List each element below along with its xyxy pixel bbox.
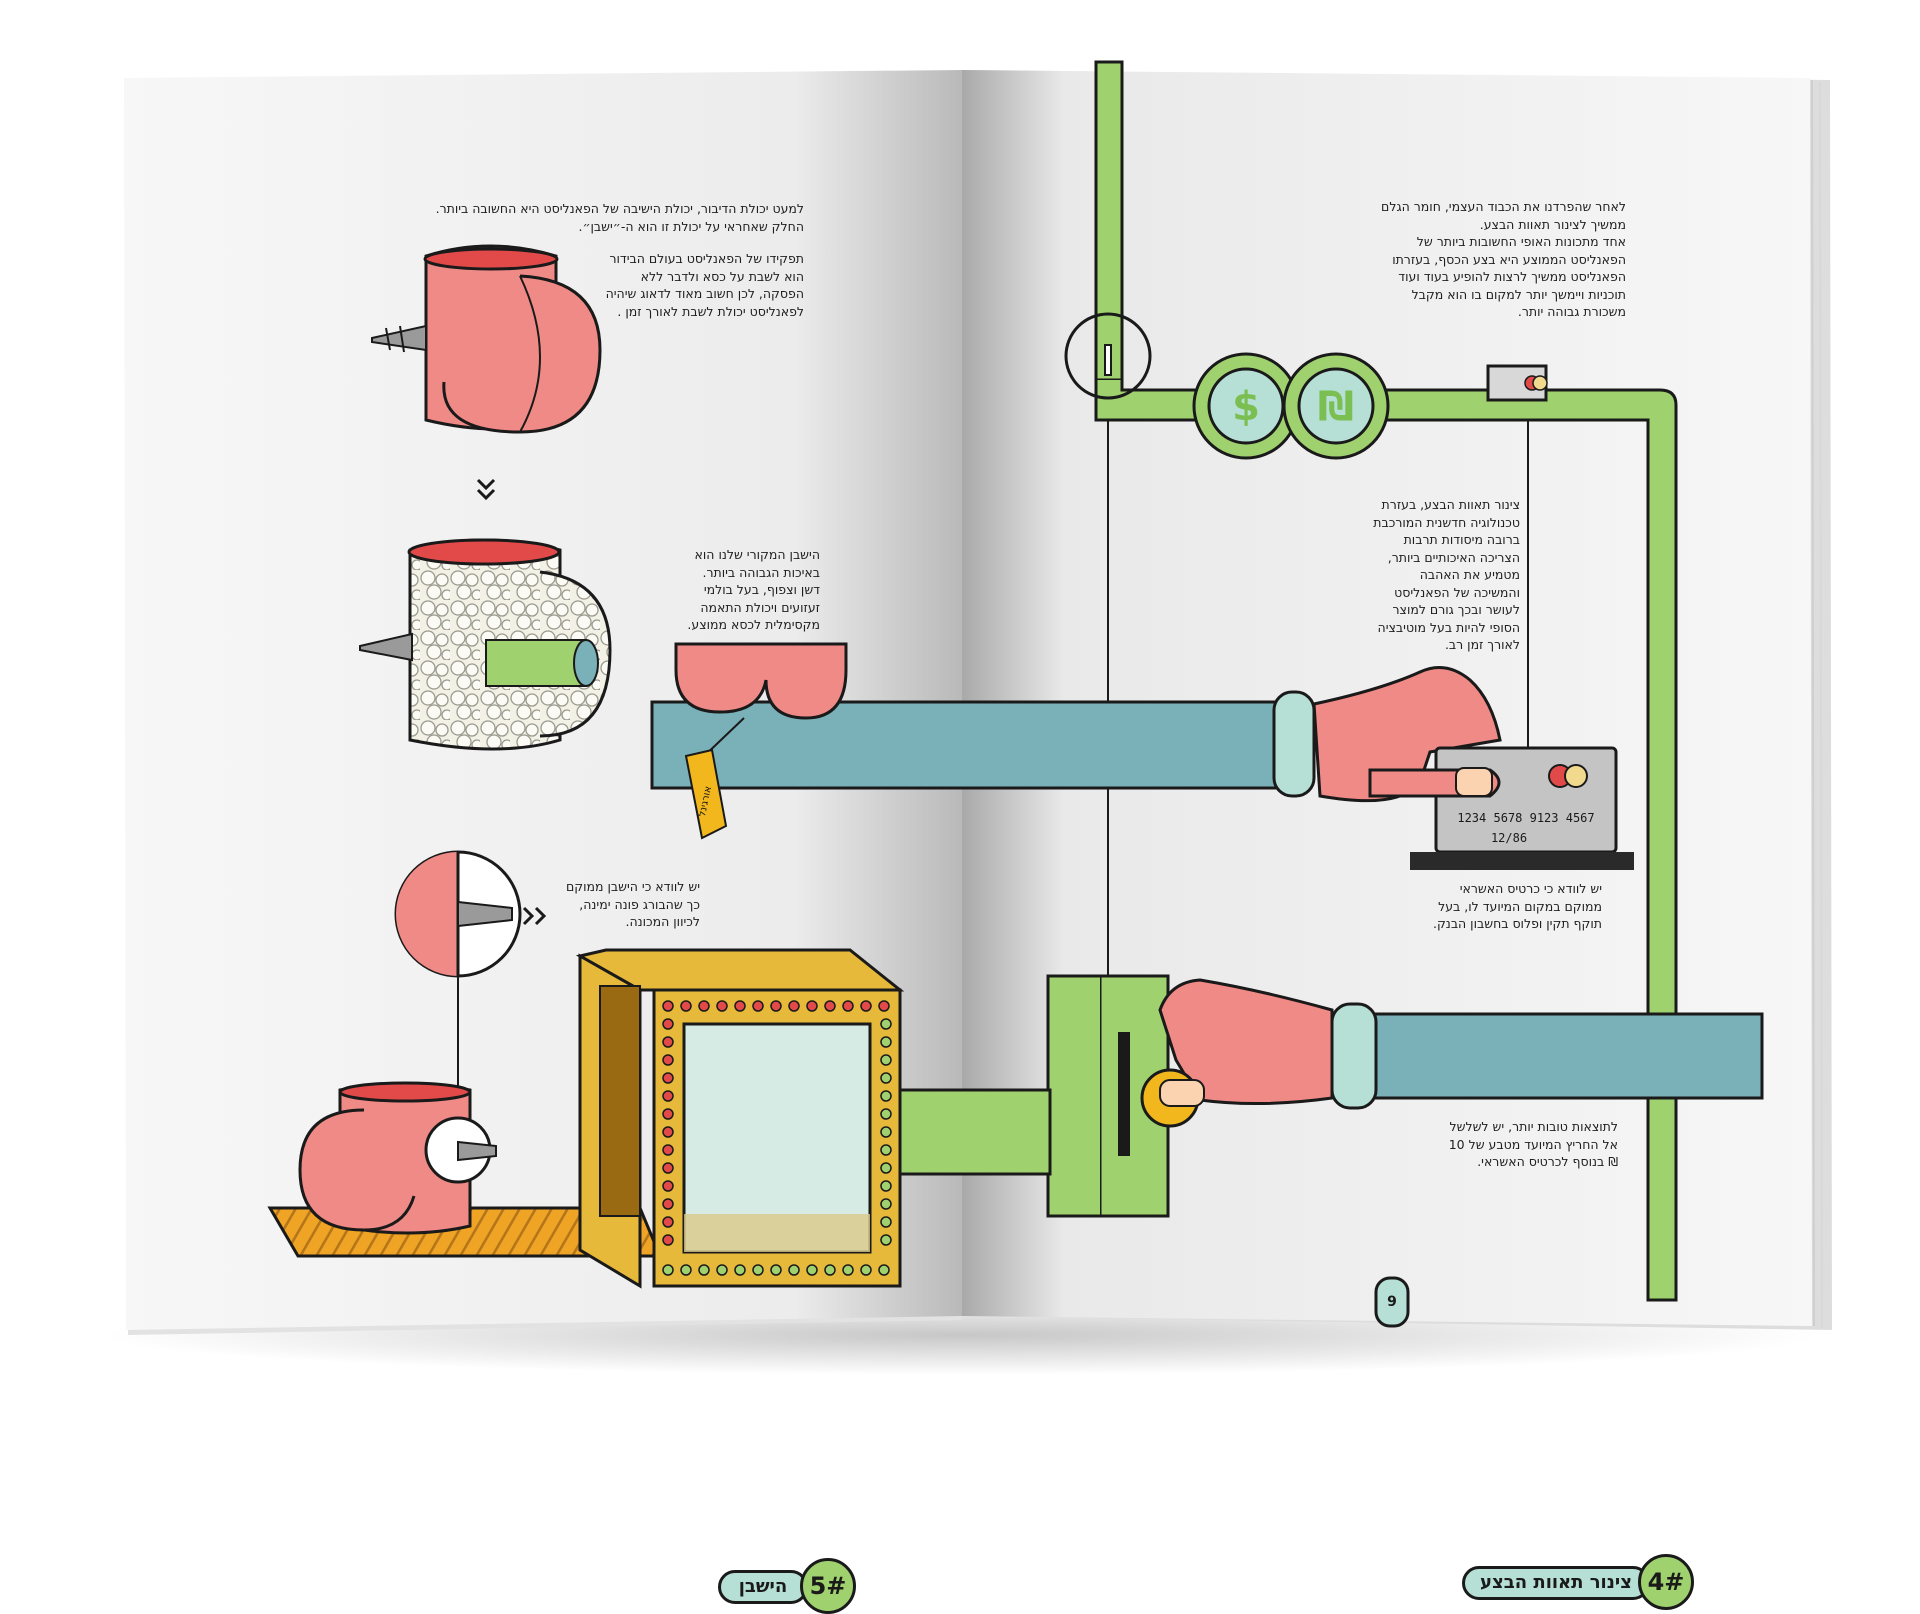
machine-light (860, 1264, 872, 1276)
book-spread: $ ₪ 1234 5678 9123 4567 12/86 9 (100, 60, 1832, 1614)
spread-illustration: $ ₪ 1234 5678 9123 4567 12/86 9 (100, 60, 1832, 1375)
machine-light (734, 1000, 746, 1012)
left-role-text: תפקידו של הפאנליסט בעולם הבידור הוא לשבת… (605, 251, 804, 319)
machine-light (880, 1072, 892, 1084)
machine-light (662, 1234, 674, 1246)
screw-2 (359, 632, 413, 662)
machine-light (824, 1000, 836, 1012)
right-card-text: יש לוודא כי כרטיס האשראי ממוקם במקום המי… (1432, 881, 1602, 931)
left-ideal-text: הישבן המקורי שלנו הוא באיכות הגבוהה ביות… (687, 547, 820, 632)
shock-absorbers (485, 639, 587, 687)
machine-light (662, 1216, 674, 1228)
machine-light (788, 1264, 800, 1276)
machine-light (662, 1054, 674, 1066)
card-number: 1234 5678 9123 4567 (1457, 811, 1594, 825)
machine-light (752, 1000, 764, 1012)
machine-light (880, 1108, 892, 1120)
machine-light (770, 1000, 782, 1012)
machine-light (806, 1000, 818, 1012)
machine-light (662, 1180, 674, 1192)
machine-light (662, 1036, 674, 1048)
machine-light (662, 1090, 674, 1102)
bracelet-upper (1272, 690, 1316, 798)
machine-light (880, 1090, 892, 1102)
machine-light (860, 1000, 872, 1012)
machine-light (880, 1018, 892, 1030)
machine-light (880, 1144, 892, 1156)
machine-light (680, 1264, 692, 1276)
machine-light (880, 1216, 892, 1228)
right-intro-text: לאחר שהפרדנו את הכבוד העצמי, חומר הגלם מ… (1381, 199, 1626, 319)
hand-lower (1158, 978, 1334, 1106)
dollar-sign-icon (1207, 367, 1285, 445)
machine-light (880, 1198, 892, 1210)
teal-arm-lower (1348, 1012, 1764, 1100)
page-number-pill (1374, 1276, 1410, 1328)
machine-light (842, 1264, 854, 1276)
machine-light (662, 1072, 674, 1084)
coin-slot (1118, 1032, 1130, 1156)
machine-light (878, 1264, 890, 1276)
machine-light (662, 1162, 674, 1174)
svg-text:₪: ₪ (1318, 384, 1354, 430)
left-screw-text: יש לוודא כי הישבן ממוקם כך שהבורג פונה י… (565, 879, 700, 929)
machine-light (824, 1264, 836, 1276)
machine-light (698, 1264, 710, 1276)
machine-light (662, 1264, 674, 1276)
machine-light (662, 1126, 674, 1138)
machine-light (788, 1000, 800, 1012)
machine-light (662, 1108, 674, 1120)
machine-light (716, 1264, 728, 1276)
section-4-number: 4# (1638, 1554, 1694, 1610)
machine-light (880, 1054, 892, 1066)
machine-lights (662, 1000, 892, 1276)
card-slot-base (1410, 852, 1634, 870)
buttocks-on-arm (674, 642, 848, 720)
chevron-down-icon (476, 478, 496, 501)
machine-light (842, 1000, 854, 1012)
machine-light (880, 1234, 892, 1246)
machine-light (662, 1018, 674, 1030)
green-pipe-top (1094, 60, 1124, 382)
original-tag (684, 748, 728, 840)
machine-light (770, 1264, 782, 1276)
machine-light (878, 1000, 890, 1012)
bracelet-lower (1330, 1002, 1378, 1110)
machine-light (880, 1036, 892, 1048)
section-5-number: 5# (800, 1558, 856, 1614)
left-intro-text: למעט יכולת הדיבור, יכולת הישיבה של הפאנל… (435, 201, 804, 234)
machine-light (662, 1000, 674, 1012)
chevron-right-icon (522, 906, 547, 926)
page-number: 9 (1387, 1294, 1397, 1310)
machine-light (880, 1162, 892, 1174)
right-coin-text: לתוצאות טובות יותר, יש לשלשל אל החריץ המ… (1448, 1119, 1618, 1169)
green-pipe-main (1094, 380, 1678, 1302)
machine-light (806, 1264, 818, 1276)
svg-text:$: $ (1232, 384, 1260, 430)
card-expiry: 12/86 (1491, 831, 1527, 845)
screw-1 (371, 324, 427, 352)
machine-light (752, 1264, 764, 1276)
machine-light (662, 1198, 674, 1210)
teal-arm-upper (650, 700, 1294, 790)
shekel-sign-icon (1297, 367, 1375, 445)
hand-upper (1312, 666, 1502, 803)
machine-light (880, 1126, 892, 1138)
section-4-title: צינור תאוות הבצע (1462, 1566, 1650, 1600)
right-pipe-text: צינור תאוות הבצע, בעזרת טכנולוגיה חדשנית… (1373, 497, 1520, 652)
machine-light (680, 1000, 692, 1012)
machine-light (734, 1264, 746, 1276)
machine-light (662, 1144, 674, 1156)
inspection-circle (1064, 312, 1152, 400)
machine-connector (898, 1088, 1052, 1176)
machine-light (880, 1180, 892, 1192)
machine-light (716, 1000, 728, 1012)
section-5-title: הישבן (718, 1570, 808, 1604)
machine-light (698, 1000, 710, 1012)
